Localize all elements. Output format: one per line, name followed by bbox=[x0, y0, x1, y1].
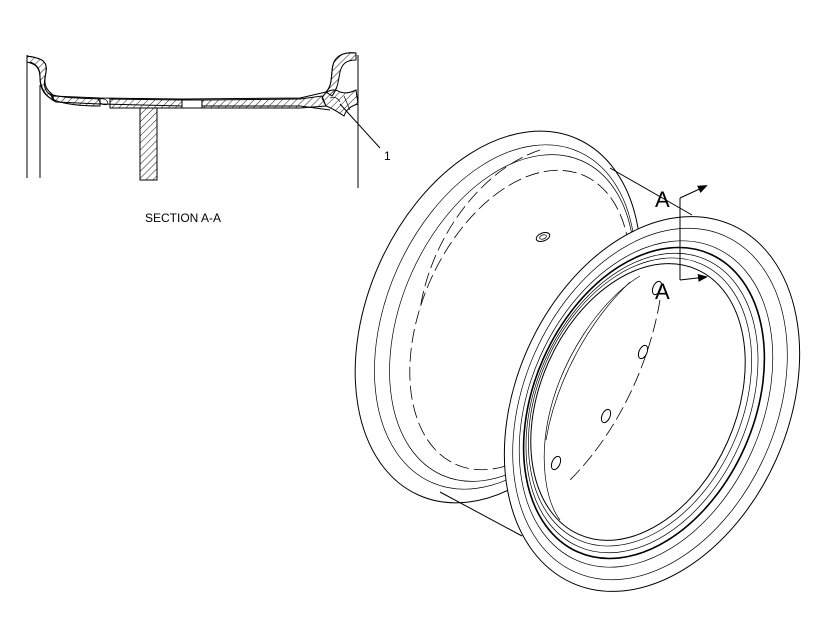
inner-barrel-curve bbox=[543, 275, 641, 521]
bolt-hole bbox=[651, 280, 663, 296]
front-flange-ring5 bbox=[528, 257, 752, 547]
rim-gap-block bbox=[181, 99, 203, 109]
bolt-hole bbox=[637, 344, 649, 360]
rim-base-hatched-right bbox=[201, 95, 327, 109]
bolt-hole bbox=[600, 408, 612, 424]
callout-number: 1 bbox=[384, 149, 391, 163]
cut-arrow-top bbox=[679, 185, 708, 199]
inner-barrel-curve-2 bbox=[545, 281, 631, 441]
cut-letter-bottom: A bbox=[655, 279, 670, 304]
valve-hole bbox=[535, 232, 551, 242]
rim-right-flange-hatched bbox=[325, 52, 357, 97]
rim-bead-detail bbox=[97, 98, 109, 106]
wheel-disc-hatched bbox=[139, 107, 158, 181]
callout-leader-line bbox=[339, 103, 381, 149]
front-flange-ring3 bbox=[522, 246, 766, 560]
rim-left-flange-hatched bbox=[26, 55, 55, 101]
lock-ring-detail bbox=[329, 95, 351, 111]
valve-hole-inner bbox=[539, 234, 547, 240]
front-flange-ring1 bbox=[512, 227, 788, 581]
front-flange-ring6 bbox=[530, 263, 746, 541]
section-a-a-view: 1 SECTION A-A bbox=[26, 52, 391, 225]
rim-base-hatched-mid bbox=[109, 98, 183, 109]
front-flange-ring2 bbox=[518, 240, 774, 568]
lock-ring bbox=[321, 89, 359, 117]
bolt-hole bbox=[550, 455, 562, 471]
section-title: SECTION A-A bbox=[145, 211, 221, 225]
wheel-rim-isometric bbox=[354, 130, 801, 592]
barrel-bottom-edge bbox=[439, 491, 523, 537]
front-flange-ring4 bbox=[525, 252, 759, 554]
section-cut-marker: A A bbox=[655, 185, 708, 304]
cut-letter-top: A bbox=[655, 187, 670, 212]
rim-base-hatched bbox=[48, 92, 101, 107]
front-flange-outer bbox=[503, 216, 801, 592]
inner-disc-dash bbox=[569, 299, 661, 481]
barrel-top-edge bbox=[609, 167, 693, 216]
barrel-dash-line bbox=[419, 149, 541, 311]
cut-arrow-bottom bbox=[679, 273, 708, 282]
rim-profile-outline bbox=[26, 52, 357, 100]
